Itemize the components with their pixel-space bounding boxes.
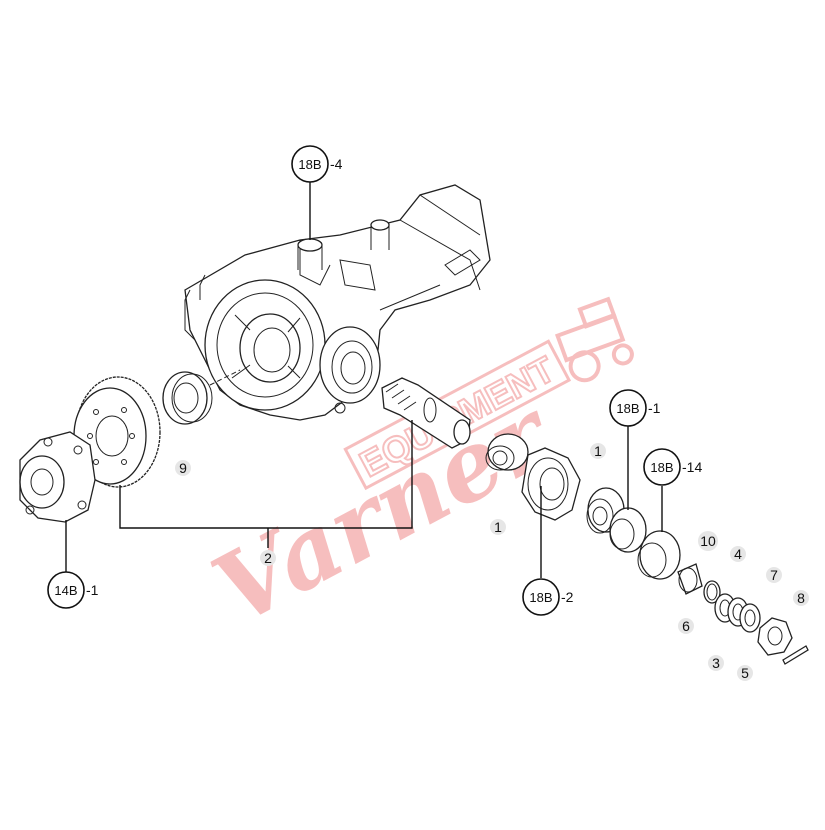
svg-text:-1: -1 (86, 582, 99, 598)
svg-text:3: 3 (712, 655, 720, 671)
collar-6 (677, 563, 703, 595)
svg-text:9: 9 (179, 460, 187, 476)
svg-text:5: 5 (741, 665, 749, 681)
svg-text:18B: 18B (616, 401, 639, 416)
differential-case (19, 431, 96, 523)
part-number-10: 10 (698, 531, 718, 551)
svg-text:18B: 18B (650, 460, 673, 475)
part-number-7: 7 (766, 567, 782, 583)
callout-18b-1: 18B -1 (609, 389, 661, 427)
part-number-8: 8 (793, 590, 809, 606)
svg-text:4: 4 (734, 546, 742, 562)
tractor-logo-icon (554, 296, 634, 383)
castle-nut-7 (757, 617, 793, 656)
part-number-2: 2 (260, 550, 276, 566)
svg-text:-2: -2 (561, 589, 574, 605)
part-number-6: 6 (678, 618, 694, 634)
svg-text:6: 6 (682, 618, 690, 634)
part-number-4: 4 (730, 546, 746, 562)
svg-text:10: 10 (700, 533, 716, 549)
svg-text:7: 7 (770, 567, 778, 583)
part-number-1a: 1 (490, 519, 506, 535)
part-number-1b: 1 (590, 443, 606, 459)
cotter-pin-8 (782, 645, 809, 665)
callout-18b-4: 18B -4 (291, 145, 343, 183)
svg-text:-14: -14 (682, 459, 702, 475)
svg-text:1: 1 (494, 519, 502, 535)
part-number-5: 5 (737, 665, 753, 681)
callout-18b-14: 18B -14 (643, 448, 702, 486)
ring-18b-1 (609, 507, 647, 553)
washers-3-4-5 (714, 593, 761, 633)
svg-text:1: 1 (594, 443, 602, 459)
cup-18b-14 (637, 530, 681, 580)
bearing-1a (485, 433, 529, 471)
leader-lines (65, 182, 663, 578)
svg-text:-4: -4 (330, 156, 343, 172)
pinion-shaft (381, 377, 471, 449)
callout-18b-2: 18B -2 (522, 578, 574, 616)
bearing-retainer (521, 447, 581, 521)
part-number-9: 9 (175, 460, 191, 476)
part-number-3: 3 (708, 655, 724, 671)
svg-text:-1: -1 (648, 400, 661, 416)
differential-housing (184, 184, 491, 421)
svg-text:14B: 14B (54, 583, 77, 598)
svg-text:8: 8 (797, 590, 805, 606)
svg-text:18B: 18B (529, 590, 552, 605)
watermark-script: Varner (196, 375, 572, 647)
o-ring-10 (703, 580, 721, 604)
callout-14b-1: 14B -1 (47, 571, 99, 609)
svg-text:2: 2 (264, 550, 272, 566)
svg-text:18B: 18B (298, 157, 321, 172)
oil-seal-9 (162, 369, 241, 425)
